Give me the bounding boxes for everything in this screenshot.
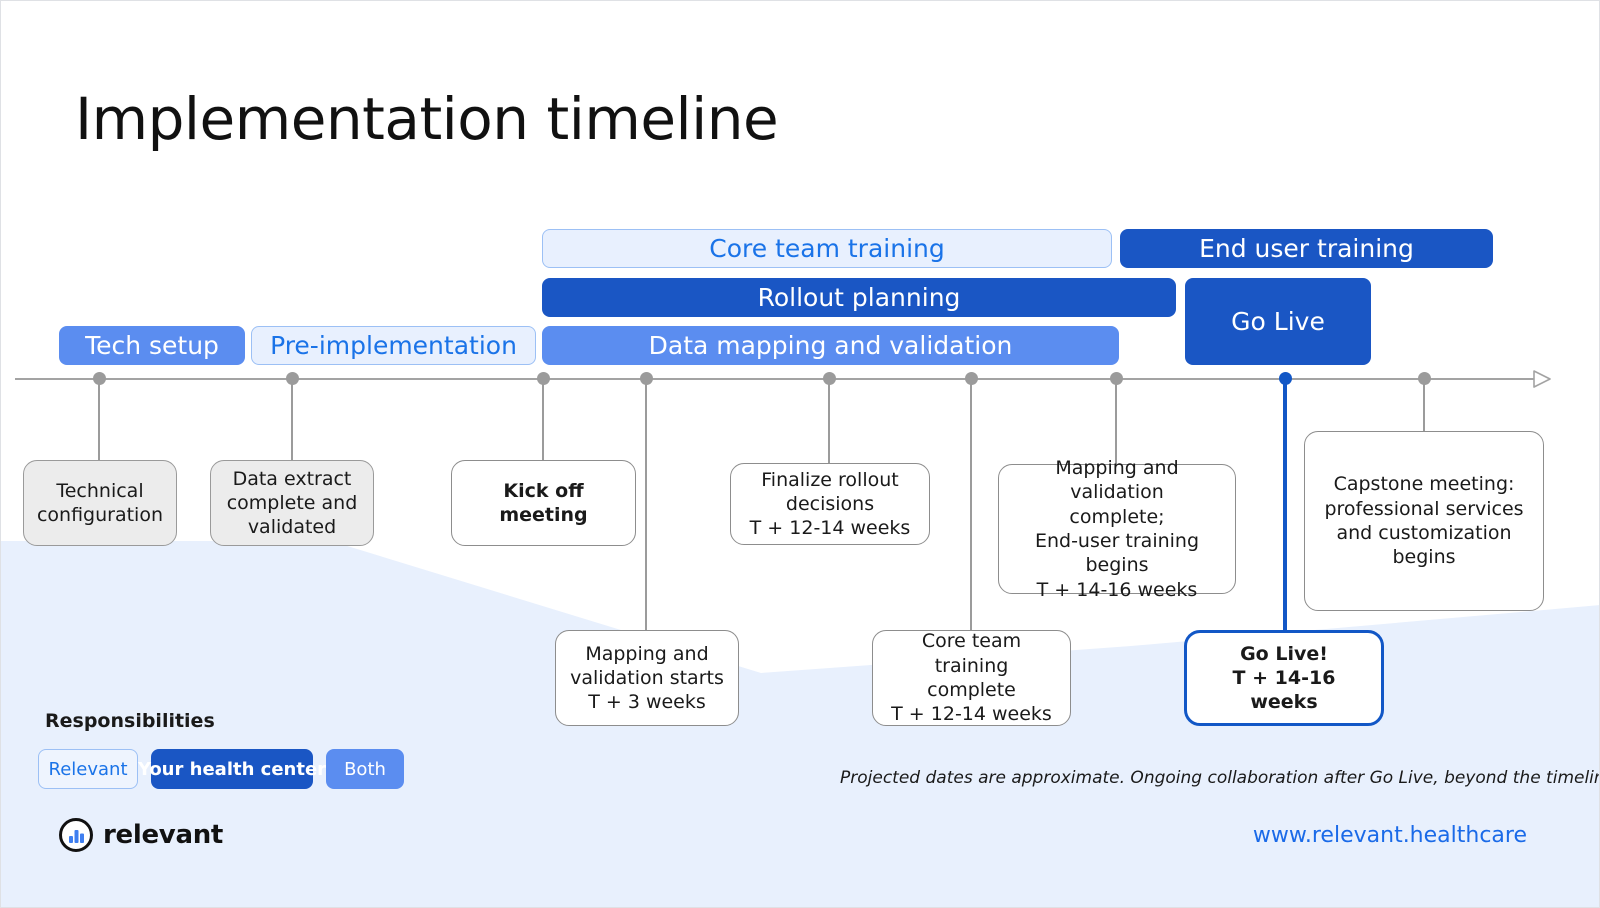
phase-bar-go-live[interactable]: Go Live [1185, 278, 1371, 365]
milestone-callout-label: Go Live!T + 14-16 weeks [1232, 642, 1336, 714]
legend-chip-relevant[interactable]: Relevant [38, 749, 138, 789]
timeline-tick-mapping-validation-starts[interactable] [640, 372, 653, 385]
timeline-axis [15, 378, 1545, 380]
leader-line-data-extract-complete [291, 379, 293, 460]
leader-line-mapping-validation-starts [645, 379, 647, 630]
logo-wordmark: relevant [103, 820, 224, 850]
timeline-tick-kick-off-meeting[interactable] [537, 372, 550, 385]
phase-bar-end-user-training[interactable]: End user training [1120, 229, 1493, 268]
timeline-tick-go-live[interactable] [1279, 372, 1292, 385]
phase-bar-rollout-planning[interactable]: Rollout planning [542, 278, 1176, 317]
phase-bar-pre-implementation[interactable]: Pre-implementation [251, 326, 536, 365]
leader-line-finalize-rollout-decisions [828, 379, 830, 463]
legend-chip-your-health-center[interactable]: Your health center [138, 749, 326, 789]
phase-bar-tech-setup[interactable]: Tech setup [59, 326, 245, 365]
relevant-logo: relevant [58, 817, 223, 853]
leader-line-capstone-meeting [1423, 379, 1425, 431]
footnote-text: Projected dates are approximate. Ongoing… [840, 768, 1599, 788]
leader-line-core-team-training-complete [970, 379, 972, 630]
website-link[interactable]: www.relevant.healthcare [1252, 823, 1527, 848]
phase-bar-core-team-training[interactable]: Core team training [542, 229, 1112, 268]
milestone-callout-kick-off-meeting[interactable]: Kick off meeting [451, 460, 636, 546]
leader-line-technical-configuration [98, 379, 100, 460]
phase-bar-data-mapping-and-validation[interactable]: Data mapping and validation [542, 326, 1119, 365]
legend-chip-both[interactable]: Both [326, 749, 404, 789]
legend-title: Responsibilities [45, 710, 215, 732]
page-title: Implementation timeline [75, 85, 779, 153]
timeline-tick-finalize-rollout-decisions[interactable] [823, 372, 836, 385]
timeline-tick-technical-configuration[interactable] [93, 372, 106, 385]
milestone-callout-label: Kick off meeting [499, 479, 588, 526]
milestone-callout-go-live[interactable]: Go Live!T + 14-16 weeks [1184, 630, 1384, 726]
timeline-tick-data-extract-complete[interactable] [286, 372, 299, 385]
bar-chart-circle-icon [59, 818, 93, 852]
timeline-tick-core-team-training-complete[interactable] [965, 372, 978, 385]
timeline-arrow-icon [1533, 370, 1551, 388]
leader-line-go-live [1283, 379, 1287, 630]
timeline-tick-capstone-meeting[interactable] [1418, 372, 1431, 385]
leader-line-mapping-validation-complete [1115, 379, 1117, 464]
leader-line-kick-off-meeting [542, 379, 544, 460]
timeline-tick-mapping-validation-complete[interactable] [1110, 372, 1123, 385]
